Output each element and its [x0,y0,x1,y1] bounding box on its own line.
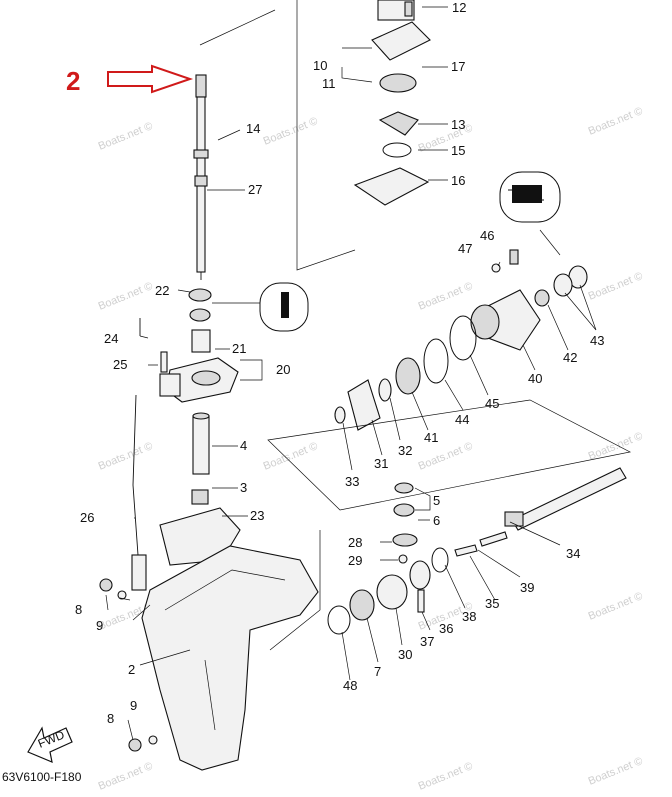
callout-33: 33 [345,474,359,489]
watermark: Boats.net © [587,105,645,138]
highlight-label: 2 [66,66,80,96]
housing-20 [159,329,263,403]
callout-41: 41 [424,430,438,445]
callout-7: 7 [374,664,381,679]
callout-11: 11 [322,76,336,91]
callout-42: 42 [563,350,577,365]
callout-13: 13 [451,117,465,132]
highlight-arrow-icon [107,64,194,94]
callout-17: 17 [451,59,465,74]
callout-labels: 12 10 11 17 13 15 16 14 27 22 24 21 20 2… [75,0,604,726]
water-pump [353,0,431,206]
callout-9a: 9 [96,618,103,633]
tube-4 [191,412,210,505]
callout-27: 27 [248,182,262,197]
callout-40: 40 [528,371,542,386]
bearing-22 [188,282,309,332]
callout-8b: 8 [107,711,114,726]
callout-34: 34 [566,546,580,561]
callout-32: 32 [398,443,412,458]
rod-and-bolt [131,318,168,591]
callout-26: 26 [80,510,94,525]
callout-47: 47 [458,241,472,256]
callout-2: 2 [128,662,135,677]
callout-12: 12 [452,0,466,15]
callout-25: 25 [113,357,127,372]
callout-43: 43 [590,333,604,348]
callout-8a: 8 [75,602,82,617]
watermark: Boats.net © [417,280,475,313]
watermark: Boats.net © [587,590,645,623]
callout-10: 10 [313,58,327,73]
callout-14: 14 [246,121,260,136]
propeller-shaft-assembly [267,171,632,635]
callout-15: 15 [451,143,465,158]
drive-shaft [193,74,209,280]
callout-28: 28 [348,535,362,550]
callout-36: 36 [439,621,453,636]
callout-48: 48 [343,678,357,693]
frame-lines [199,0,356,690]
watermark: Boats.net © [97,120,155,153]
fwd-arrow-icon [27,726,73,763]
leader-lines [105,6,597,741]
callout-31: 31 [374,456,388,471]
callout-24: 24 [104,331,118,346]
fwd-arrow: FWD [27,726,73,763]
watermark: Boats.net © [262,440,320,473]
callout-20: 20 [276,362,290,377]
watermark: Boats.net © [417,760,475,793]
callout-38: 38 [462,609,476,624]
callout-39: 39 [520,580,534,595]
callout-37: 37 [420,634,434,649]
watermark: Boats.net © [97,440,155,473]
watermark: Boats.net © [262,115,320,148]
callout-16: 16 [451,173,465,188]
callout-35: 35 [485,596,499,611]
watermark: Boats.net © [587,430,645,463]
callout-4: 4 [240,438,247,453]
callout-6: 6 [433,513,440,528]
callout-30: 30 [398,647,412,662]
callout-23: 23 [250,508,264,523]
callout-46: 46 [480,228,494,243]
watermark: Boats.net © [97,280,155,313]
watermark: Boats.net © [587,270,645,303]
watermark: Boats.net © [587,755,645,788]
gasket-23 [159,507,241,566]
callout-44: 44 [455,412,469,427]
callout-3: 3 [240,480,247,495]
callout-29: 29 [348,553,362,568]
diagram-code: 63V6100-F180 [2,770,82,784]
highlight-marker: 2 [66,64,194,96]
callout-9b: 9 [130,698,137,713]
lower-case [99,545,319,771]
callout-21: 21 [232,341,246,356]
callout-22: 22 [155,283,169,298]
callout-5: 5 [433,493,440,508]
callout-45: 45 [485,396,499,411]
watermark: Boats.net © [97,760,155,793]
